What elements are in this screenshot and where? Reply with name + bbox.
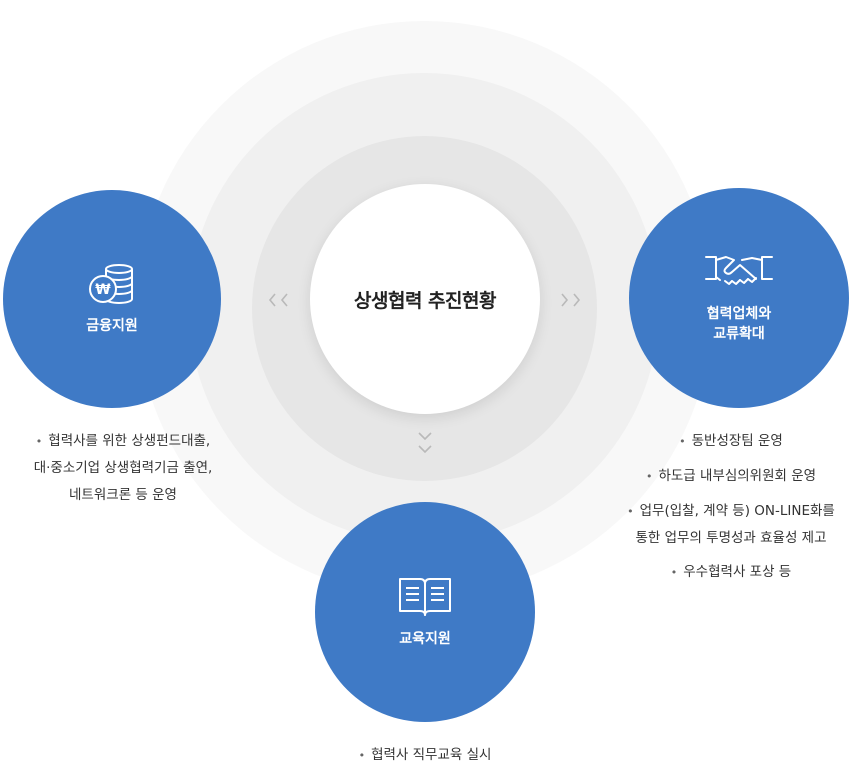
open-book-icon xyxy=(396,575,454,619)
bullet-icon: • xyxy=(358,749,366,762)
bullet-icon: • xyxy=(627,505,634,518)
list-item: •동반성장팀 운영 xyxy=(679,433,783,449)
exchange-description: •동반성장팀 운영 •하도급 내부심의위원회 운영 •업무(입찰, 계약 등) … xyxy=(612,428,850,594)
center-circle: 상생협력 추진현황 xyxy=(310,184,540,414)
finance-node: ₩ 금융지원 xyxy=(3,190,221,408)
bullet-icon: • xyxy=(645,470,653,483)
chevron-left-icon xyxy=(267,292,293,311)
education-node: 교육지원 xyxy=(315,502,535,722)
list-item: •업무(입찰, 계약 등) ON-LINE화를 통한 업무의 투명성과 효율성 … xyxy=(627,503,835,546)
coin-stack-won-icon: ₩ xyxy=(86,262,138,306)
exchange-label-line2: 교류확대 xyxy=(713,326,765,342)
bullet-icon: • xyxy=(679,435,686,448)
chevron-right-icon xyxy=(557,292,583,311)
svg-text:₩: ₩ xyxy=(95,282,111,298)
education-description: •협력사 직무교육 실시 xyxy=(300,742,550,769)
exchange-node: 협력업체와 교류확대 xyxy=(629,188,849,408)
list-item: •협력사 직무교육 실시 xyxy=(358,747,492,763)
list-item: •하도급 내부심의위원회 운영 xyxy=(645,468,817,484)
center-title: 상생협력 추진현황 xyxy=(354,289,496,312)
education-label: 교육지원 xyxy=(399,631,451,647)
list-item: •우수협력사 포상 등 xyxy=(670,564,792,580)
exchange-label-line1: 협력업체와 xyxy=(706,306,772,322)
chevron-down-icon xyxy=(417,430,433,461)
finance-label: 금융지원 xyxy=(86,318,138,334)
bullet-icon: • xyxy=(35,435,43,448)
finance-description: •협력사를 위한 상생펀드대출, 대·중소기업 상생협력기금 출연, 네트워크론… xyxy=(8,428,238,509)
bullet-icon: • xyxy=(670,566,678,579)
list-item: •협력사를 위한 상생펀드대출, 대·중소기업 상생협력기금 출연, 네트워크론… xyxy=(33,433,213,503)
handshake-icon xyxy=(704,252,774,294)
